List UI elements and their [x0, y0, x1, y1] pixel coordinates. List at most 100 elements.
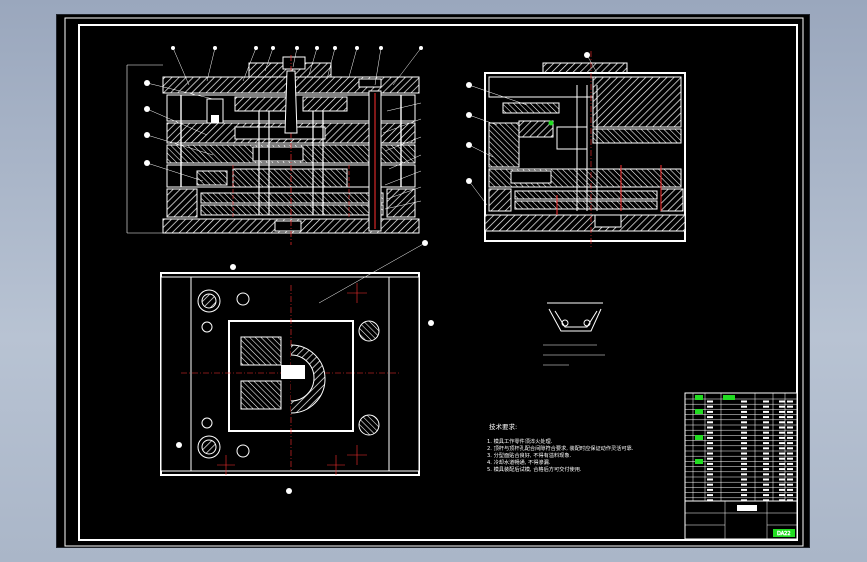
part-sketch [543, 302, 605, 366]
parts-list-cell-mark [763, 400, 769, 403]
tech-requirements-title: 技术要求: [489, 422, 517, 431]
parts-list-cell-mark [707, 442, 713, 445]
drawing-number: DA22 [777, 531, 791, 537]
parts-list-cell-mark [787, 494, 793, 497]
parts-list-cell-mark [779, 426, 785, 429]
parts-list-cell-mark [741, 494, 747, 497]
parts-list-cell-mark [763, 478, 769, 481]
parts-list [684, 392, 798, 540]
parts-list-cell-mark [763, 442, 769, 445]
parts-list-cell-mark [779, 488, 785, 491]
title-block: DA22 [685, 500, 797, 539]
parts-list-cell-mark [787, 447, 793, 450]
parts-list-cell-mark [779, 468, 785, 471]
parts-list-cell-mark [787, 478, 793, 481]
parts-list-cell-mark [741, 442, 747, 445]
parts-list-cell-mark [707, 447, 713, 450]
parts-list-cell-mark [763, 499, 769, 502]
parts-list-cell-mark [763, 447, 769, 450]
parts-list-cell-mark [741, 473, 747, 476]
parts-list-cell-mark [707, 405, 713, 408]
parts-list-cell-mark [787, 483, 793, 486]
parts-list-cell-mark [787, 462, 793, 465]
tech-requirement-item: 4. 冷却水道畅通, 不得渗漏. [487, 458, 551, 466]
parts-list-cell-mark [779, 436, 785, 439]
parts-list-cell-mark [763, 421, 769, 424]
parts-list-cell-mark [741, 483, 747, 486]
parts-list-cell-mark [707, 462, 713, 465]
inner-border [78, 24, 798, 541]
parts-list-cell-mark [763, 426, 769, 429]
parts-list-cell-mark [741, 410, 747, 413]
parts-list-cell-mark [741, 416, 747, 419]
parts-list-cell-mark [741, 452, 747, 455]
parts-list-cell-mark [779, 416, 785, 419]
parts-list-cell-mark [763, 416, 769, 419]
parts-list-cell-mark [741, 447, 747, 450]
parts-list-cell-mark [707, 416, 713, 419]
parts-list-cell-mark [787, 457, 793, 460]
parts-list-cell-mark [741, 457, 747, 460]
parts-list-cell-mark [787, 405, 793, 408]
parts-list-cell-mark [779, 410, 785, 413]
parts-list-cell-mark [787, 400, 793, 403]
parts-list-cell-mark [707, 410, 713, 413]
parts-list-cell-mark [707, 457, 713, 460]
parts-list-cell-mark [787, 436, 793, 439]
parts-list-cell-mark [707, 483, 713, 486]
mold-assembly-drawing: 技术要求: 1. 模具工作零件须淬火处理. 2. 顶杆与顶杆孔配合间隙符合要求,… [64, 17, 804, 547]
parts-list-cell-mark [779, 483, 785, 486]
parts-list-cell-mark [763, 473, 769, 476]
parts-list-cell-mark [763, 494, 769, 497]
parts-list-cell-mark [763, 410, 769, 413]
parts-list-cell-mark [787, 499, 793, 502]
cad-viewport[interactable]: 技术要求: 1. 模具工作零件须淬火处理. 2. 顶杆与顶杆孔配合间隙符合要求,… [56, 14, 810, 548]
parts-list-cell-mark [741, 405, 747, 408]
parts-list-cell-mark [707, 421, 713, 424]
parts-list-cell-mark [707, 494, 713, 497]
tech-requirement-item: 3. 分型面贴合良好, 不得有溢料现象. [487, 451, 572, 459]
tech-requirements: 技术要求: 1. 模具工作零件须淬火处理. 2. 顶杆与顶杆孔配合间隙符合要求,… [487, 422, 634, 473]
parts-list-cell-mark [779, 499, 785, 502]
tech-requirement-item: 2. 顶杆与顶杆孔配合间隙符合要求, 装配时应保证动作灵活可靠. [487, 444, 634, 452]
parts-list-cell-mark [779, 452, 785, 455]
parts-list-cell-mark [779, 462, 785, 465]
parts-list-cell-mark [779, 400, 785, 403]
parts-list-cell-mark [779, 457, 785, 460]
parts-list-cell-mark [741, 462, 747, 465]
parts-list-cell-mark [707, 452, 713, 455]
parts-list-cell-mark [707, 499, 713, 502]
parts-list-cell-mark [707, 488, 713, 491]
parts-list-cell-mark [787, 431, 793, 434]
parts-list-cell-mark [779, 442, 785, 445]
parts-list-cell-mark [741, 421, 747, 424]
tech-requirement-item: 5. 模具装配后试模, 合格后方可交付使用. [487, 465, 582, 473]
parts-list-cell-mark [741, 468, 747, 471]
parts-list-cell-mark [779, 494, 785, 497]
parts-list-cell-mark [741, 488, 747, 491]
plan-view [160, 240, 434, 494]
parts-list-cell-mark [741, 431, 747, 434]
parts-list-cell-mark [779, 405, 785, 408]
parts-list-cell-mark [741, 436, 747, 439]
parts-list-cell-mark [779, 431, 785, 434]
parts-list-cell-mark [787, 452, 793, 455]
parts-list-cell-mark [787, 426, 793, 429]
parts-list-cell-mark [779, 421, 785, 424]
parts-list-cell-mark [787, 442, 793, 445]
tech-requirement-item: 1. 模具工作零件须淬火处理. [487, 437, 553, 445]
parts-list-cell-mark [763, 431, 769, 434]
parts-list-cell-mark [763, 483, 769, 486]
parts-list-cell-mark [707, 426, 713, 429]
parts-list-cell-mark [763, 405, 769, 408]
parts-list-cell-mark [779, 473, 785, 476]
parts-list-cell-mark [707, 478, 713, 481]
parts-list-cell-mark [787, 416, 793, 419]
parts-list-cell-mark [741, 499, 747, 502]
parts-list-cell-mark [741, 400, 747, 403]
parts-list-cell-mark [707, 436, 713, 439]
parts-list-cell-mark [787, 468, 793, 471]
parts-list-cell-mark [741, 426, 747, 429]
parts-list-cell-mark [763, 488, 769, 491]
parts-list-cell-mark [779, 478, 785, 481]
